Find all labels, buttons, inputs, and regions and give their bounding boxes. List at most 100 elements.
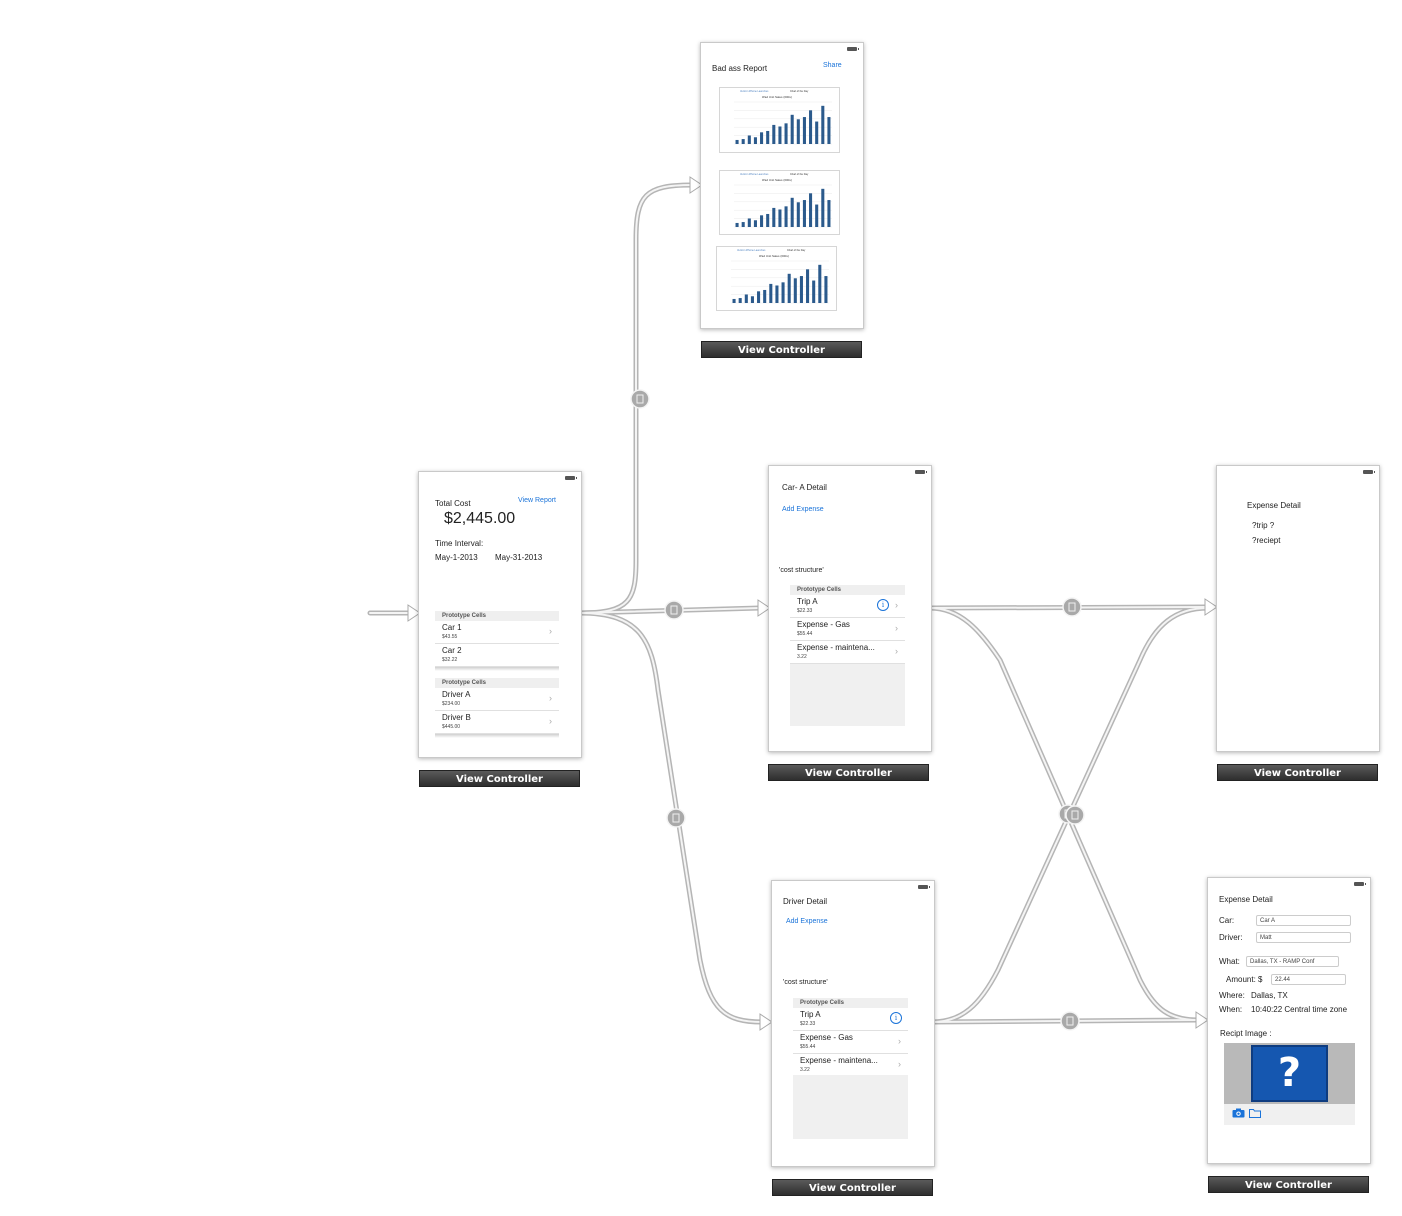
- segue-push-icon: [1065, 805, 1085, 825]
- segue-push-icon: [1062, 597, 1082, 617]
- expense-table: Prototype Cells Trip A $22.33 i Expense …: [793, 998, 908, 1077]
- chart-bar: [766, 130, 770, 144]
- chart-bar: [796, 202, 800, 227]
- report-scene: Bad ass Report Share Verizon iPhone Laun…: [700, 42, 864, 329]
- view-controller-label[interactable]: View Controller: [419, 770, 580, 787]
- page-title: Expense Detail: [1219, 895, 1273, 904]
- table-row[interactable]: Car 2 $32.22: [435, 644, 559, 667]
- driver-field[interactable]: Matt: [1256, 932, 1351, 943]
- question-mark-icon: ?: [1251, 1045, 1328, 1102]
- table-empty-area: [790, 664, 905, 726]
- chart-bar: [738, 298, 742, 303]
- chevron-right-icon: ›: [549, 693, 552, 703]
- car-label: Car:: [1219, 916, 1235, 925]
- info-icon[interactable]: i: [890, 1012, 902, 1024]
- table-footer: [435, 734, 559, 738]
- camera-icon[interactable]: [1232, 1108, 1245, 1118]
- table-row[interactable]: Driver B $445.00 ›: [435, 711, 559, 734]
- expense-table: Prototype Cells Trip A $22.33 i › Expens…: [790, 585, 905, 664]
- chart-bar: [732, 298, 736, 303]
- chart-bar: [802, 117, 806, 144]
- receipt-placeholder: ?reciept: [1252, 536, 1281, 545]
- total-cost-label: Total Cost: [435, 499, 471, 508]
- chart-bar: [753, 220, 757, 227]
- chevron-right-icon: ›: [898, 1036, 901, 1046]
- chart-bar: [747, 135, 751, 144]
- view-report-button[interactable]: View Report: [518, 497, 557, 504]
- driver-label: Driver:: [1219, 933, 1243, 942]
- chart-header-left: Verizon iPhone Launches: [740, 173, 769, 176]
- where-value: Dallas, TX: [1251, 991, 1288, 1000]
- segue-push-icon: [664, 600, 684, 620]
- row-subtitle: 3.22: [797, 654, 807, 660]
- end-date[interactable]: May-31-2013: [495, 553, 543, 562]
- what-field[interactable]: Dallas, TX - RAMP Conf: [1246, 956, 1339, 967]
- chart-bar: [809, 110, 813, 144]
- table-row[interactable]: Trip A $22.33 i: [793, 1008, 908, 1031]
- table-row[interactable]: Expense - Gas $55.44 ›: [790, 618, 905, 641]
- view-controller-label[interactable]: View Controller: [1208, 1176, 1369, 1193]
- chart-bar: [806, 269, 810, 303]
- chart-header-right: Chart of the Day: [787, 249, 806, 252]
- chart-bar: [772, 207, 776, 227]
- info-icon[interactable]: i: [877, 599, 889, 611]
- chart-bar: [818, 264, 822, 303]
- chevron-right-icon: ›: [895, 600, 898, 610]
- chart-bar: [769, 283, 773, 303]
- segue-push-icon: [666, 808, 686, 828]
- segue-push-icon: [630, 389, 650, 409]
- amount-field[interactable]: 22.44: [1271, 974, 1346, 985]
- view-controller-label[interactable]: View Controller: [772, 1179, 933, 1196]
- view-controller-label[interactable]: View Controller: [1217, 764, 1378, 781]
- chart-card: Verizon iPhone Launches Chart of the Day…: [719, 87, 840, 153]
- chart-bar: [766, 213, 770, 227]
- battery-icon: [565, 476, 577, 480]
- row-subtitle: $32.22: [442, 657, 458, 663]
- table-row[interactable]: Driver A $234.00 ›: [435, 688, 559, 711]
- chart-bar: [809, 193, 813, 227]
- page-title: Car- A Detail: [782, 483, 827, 492]
- chart-bar: [744, 294, 748, 303]
- add-expense-button[interactable]: Add Expense: [782, 506, 824, 513]
- view-controller-label[interactable]: View Controller: [701, 341, 862, 358]
- table-row[interactable]: Expense - maintena... 3.22 ›: [790, 641, 905, 664]
- view-controller-label[interactable]: View Controller: [768, 764, 929, 781]
- chart-header-left: Verizon iPhone Launches: [737, 249, 766, 252]
- table-row[interactable]: Car 1 $43.55 ›: [435, 621, 559, 644]
- chart-bar: [760, 215, 764, 227]
- folder-icon[interactable]: [1249, 1108, 1261, 1118]
- chart-bar: [763, 289, 767, 303]
- chevron-right-icon: ›: [549, 626, 552, 636]
- share-button[interactable]: Share: [823, 62, 842, 69]
- receipt-image[interactable]: ?: [1224, 1043, 1355, 1104]
- chart-bar: [784, 123, 788, 144]
- time-interval-label: Time Interval:: [435, 539, 484, 548]
- chevron-right-icon: ›: [895, 646, 898, 656]
- row-title: Driver B: [442, 713, 471, 722]
- row-title: Car 2: [442, 646, 462, 655]
- table-row[interactable]: Expense - maintena... 3.22 ›: [793, 1054, 908, 1077]
- car-field[interactable]: Car A: [1256, 915, 1351, 926]
- chart-bar: [824, 276, 828, 303]
- bar-chart: Verizon iPhone Launches Chart of the Day…: [731, 249, 829, 304]
- chart-bar: [787, 273, 791, 303]
- row-subtitle: $234.00: [442, 701, 461, 707]
- section-header: Prototype Cells: [790, 585, 905, 595]
- chart-title: iPad Unit Sales (000s): [762, 178, 792, 182]
- table-empty-area: [793, 1075, 908, 1139]
- battery-icon: [918, 885, 930, 889]
- table-row[interactable]: Trip A $22.33 i ›: [790, 595, 905, 618]
- section-header: Prototype Cells: [793, 998, 908, 1008]
- chart-bar: [735, 139, 739, 144]
- chart-bar: [802, 200, 806, 227]
- row-subtitle: 3.22: [800, 1067, 810, 1073]
- row-subtitle: $22.33: [800, 1021, 816, 1027]
- cars-table: Prototype Cells Car 1 $43.55 › Car 2 $32…: [435, 611, 559, 671]
- table-row[interactable]: Expense - Gas $55.44 ›: [793, 1031, 908, 1054]
- start-date[interactable]: May-1-2013: [435, 553, 478, 562]
- add-expense-button[interactable]: Add Expense: [786, 918, 828, 925]
- chart-bar: [735, 222, 739, 227]
- chart-bar: [747, 218, 751, 227]
- chart-card: Verizon iPhone Launches Chart of the Day…: [716, 246, 837, 311]
